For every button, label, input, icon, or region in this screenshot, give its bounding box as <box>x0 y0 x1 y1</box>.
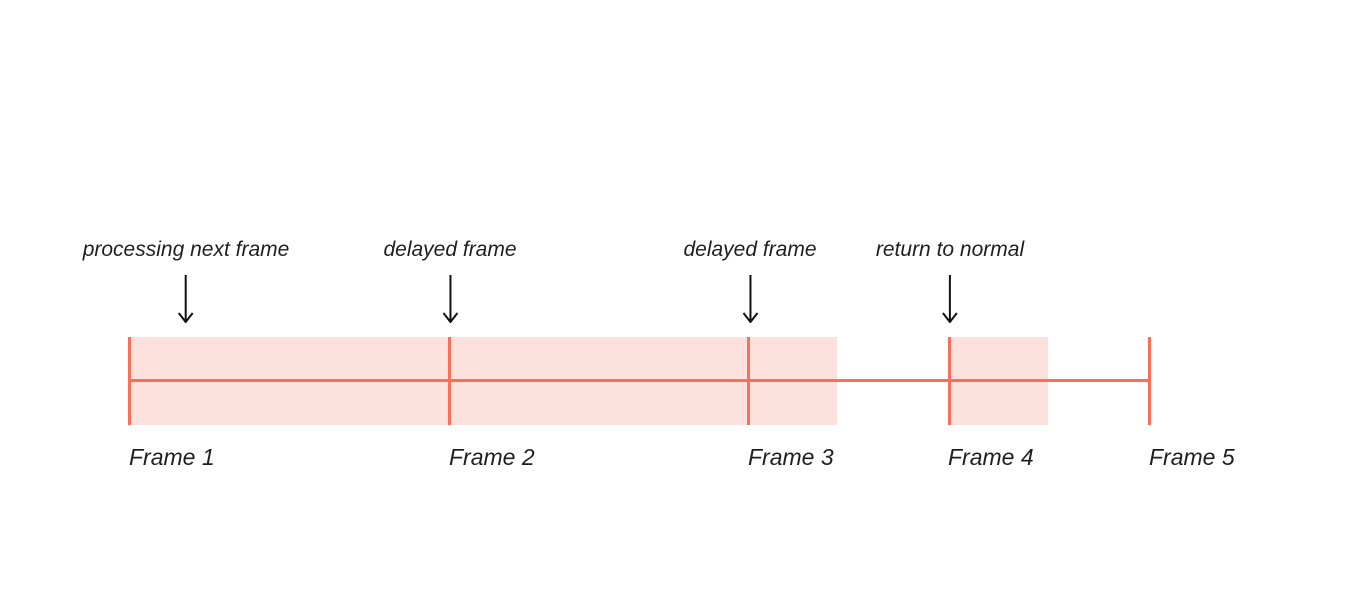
frame-label: Frame 2 <box>449 444 535 470</box>
annotation-delayed-frame-1: delayed frame <box>383 237 517 323</box>
frame-label: Frame 4 <box>948 444 1034 470</box>
down-arrow-icon <box>742 275 758 323</box>
timeline-baseline <box>129 379 1149 382</box>
frame-tick <box>127 337 131 425</box>
frame-label: Frame 3 <box>748 444 834 470</box>
frame-label: Frame 1 <box>129 444 215 470</box>
down-arrow-icon <box>942 275 958 323</box>
annotation-label: return to normal <box>875 238 1025 261</box>
annotation-processing-next-frame: processing next frame <box>82 237 290 323</box>
frame-tick <box>1147 337 1151 425</box>
frame-tick <box>746 337 750 425</box>
annotation-label: delayed frame <box>383 238 517 261</box>
annotation-delayed-frame-2: delayed frame <box>683 237 817 323</box>
annotation-return-to-normal: return to normal <box>876 237 1024 323</box>
frame-tick <box>447 337 451 425</box>
frame-label: Frame 5 <box>1149 444 1235 470</box>
down-arrow-icon <box>178 275 194 323</box>
down-arrow-icon <box>442 275 458 323</box>
annotation-label: processing next frame <box>82 238 290 261</box>
frame-tick <box>947 337 951 425</box>
annotation-label: delayed frame <box>683 238 817 261</box>
